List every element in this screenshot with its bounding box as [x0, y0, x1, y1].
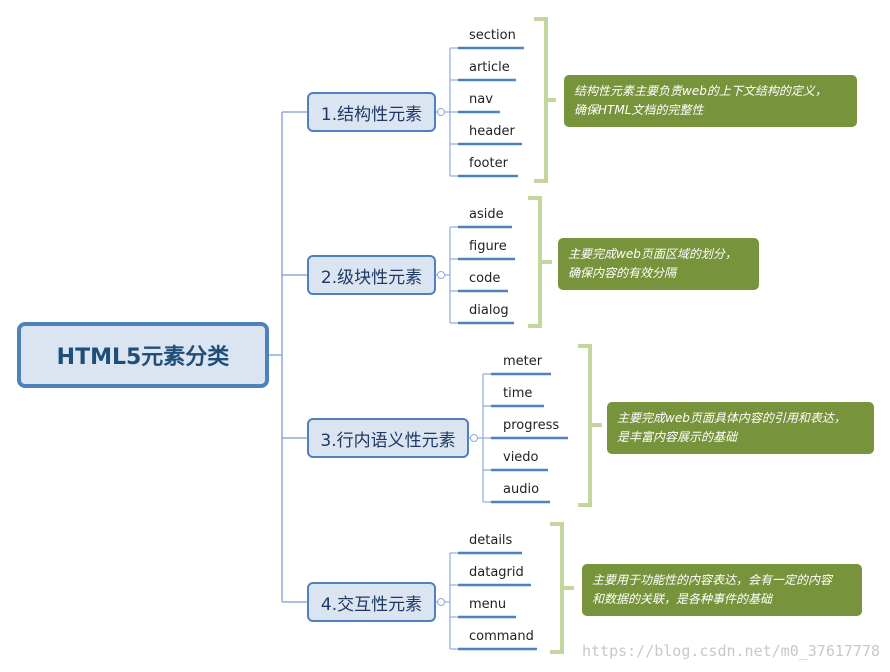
category-node-block[interactable]: 2.级块性元素: [307, 255, 436, 295]
note-line: 确保内容的有效分隔: [568, 266, 677, 280]
leaf-node[interactable]: section: [469, 28, 516, 43]
category-label: 3.行内语义性元素: [320, 430, 456, 451]
root-node[interactable]: HTML5元素分类: [17, 322, 269, 388]
leaf-node[interactable]: dialog: [469, 303, 509, 318]
collapse-toggle-icon[interactable]: [437, 598, 445, 606]
category-label: 1.结构性元素: [320, 104, 423, 125]
category-node-interactive[interactable]: 4.交互性元素: [307, 582, 436, 622]
note-line: 主要完成web页面具体内容的引用和表达，: [617, 411, 846, 425]
note-line: 主要完成web页面区域的划分，: [568, 247, 737, 261]
leaf-node[interactable]: meter: [503, 354, 543, 369]
callout-note-block[interactable]: 主要完成web页面区域的划分， 确保内容的有效分隔: [558, 238, 759, 290]
leaf-node[interactable]: nav: [469, 92, 493, 107]
callout-note-interactive[interactable]: 主要用于功能性的内容表达，会有一定的内容 和数据的关联，是各种事件的基础: [582, 564, 862, 616]
leaf-node[interactable]: article: [469, 60, 510, 75]
leaf-node[interactable]: datagrid: [469, 565, 524, 580]
category-node-inline-semantic[interactable]: 3.行内语义性元素: [307, 418, 469, 458]
collapse-toggle-icon[interactable]: [437, 108, 445, 116]
leaf-node[interactable]: code: [469, 271, 501, 286]
note-line: 是丰富内容展示的基础: [617, 430, 738, 444]
category-node-structural[interactable]: 1.结构性元素: [307, 92, 436, 132]
leaf-node[interactable]: header: [469, 124, 515, 139]
collapse-toggle-icon[interactable]: [470, 434, 478, 442]
category-label: 4.交互性元素: [320, 594, 423, 615]
leaf-node[interactable]: progress: [503, 418, 560, 433]
collapse-toggle-icon[interactable]: [437, 271, 445, 279]
callout-note-inline-semantic[interactable]: 主要完成web页面具体内容的引用和表达， 是丰富内容展示的基础: [607, 402, 874, 454]
leaf-node[interactable]: time: [503, 386, 533, 401]
category-label: 2.级块性元素: [320, 267, 423, 288]
leaf-node[interactable]: audio: [503, 482, 540, 497]
leaf-node[interactable]: menu: [469, 597, 507, 612]
root-label: HTML5元素分类: [56, 345, 230, 370]
callout-note-structural[interactable]: 结构性元素主要负责web的上下文结构的定义， 确保HTML文档的完整性: [564, 75, 857, 127]
note-line: 确保HTML文档的完整性: [574, 103, 704, 117]
leaf-node[interactable]: footer: [469, 156, 508, 171]
leaf-node[interactable]: details: [469, 533, 513, 548]
note-line: 和数据的关联，是各种事件的基础: [592, 592, 773, 606]
watermark-text: https://blog.csdn.net/m0_37617778: [581, 642, 880, 660]
leaf-node[interactable]: aside: [469, 207, 504, 222]
leaf-node[interactable]: viedo: [503, 450, 539, 465]
leaf-node[interactable]: command: [469, 629, 534, 644]
note-line: 结构性元素主要负责web的上下文结构的定义，: [574, 84, 827, 98]
leaf-node[interactable]: figure: [469, 239, 507, 254]
note-line: 主要用于功能性的内容表达，会有一定的内容: [592, 573, 833, 587]
